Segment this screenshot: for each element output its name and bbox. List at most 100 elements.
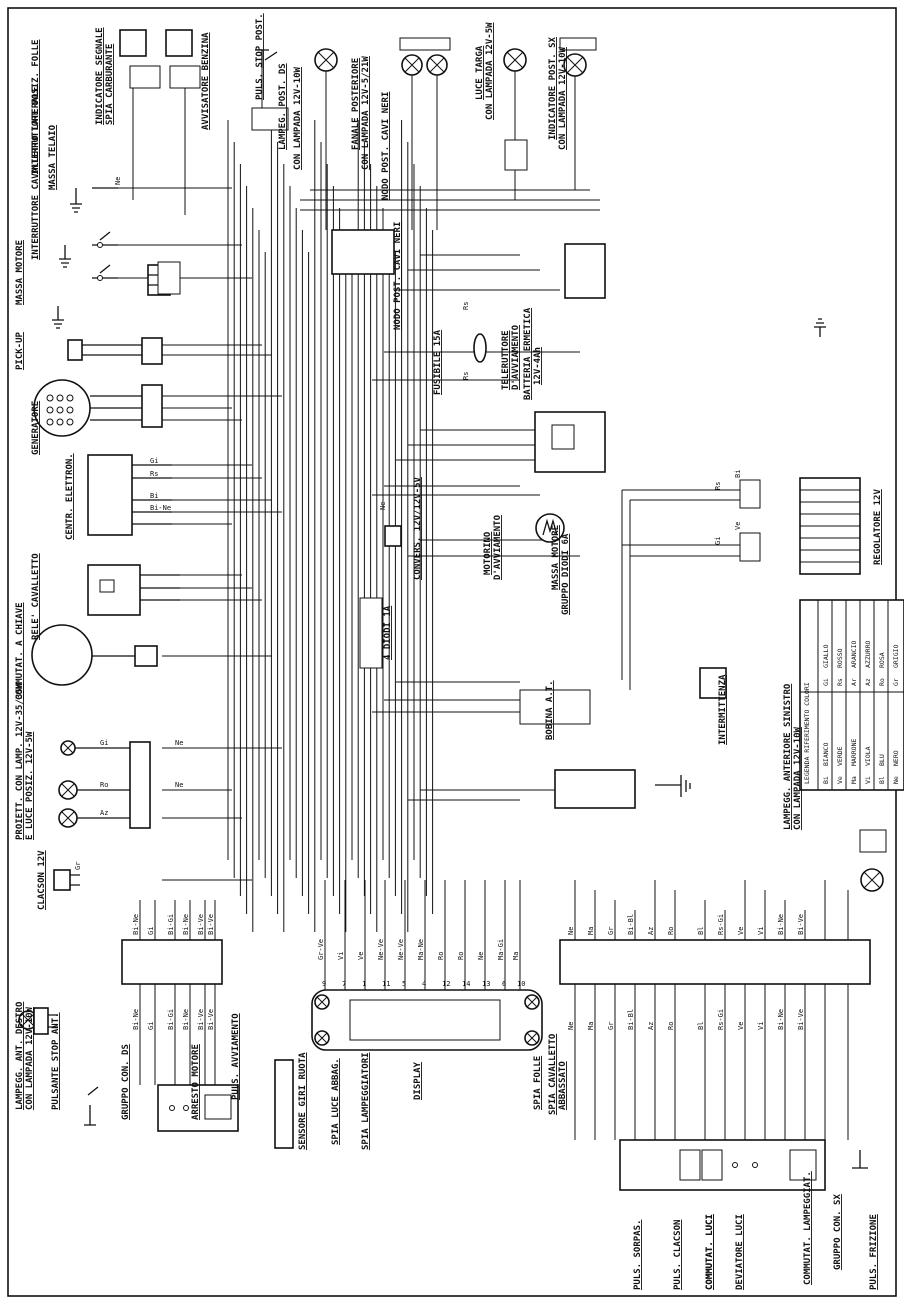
four-diodes <box>359 597 383 669</box>
wire-code-right: Ro <box>667 927 675 935</box>
component-label-display: DISPLAY <box>413 1061 423 1100</box>
legend-cell: ARANCIO <box>850 641 858 668</box>
component-label-nodo-post: NODO POST. CAVI NERI <box>393 222 403 330</box>
component-label-lampeg-post-ds-2: CON LAMPADA 12V-10W <box>293 66 303 170</box>
component-label-fusibile: FUSIBILE 15A <box>433 329 443 395</box>
component-label-telerruttore: TELERUTTORE <box>501 330 511 390</box>
legend-cell: AZZURRO <box>864 641 872 668</box>
wire-code-right: Az <box>647 927 655 935</box>
component-label-motorino-2: D'AVVIAMENTO <box>493 514 503 580</box>
display-pin-number: 10 <box>517 980 525 988</box>
legend-cell: BIANCO <box>822 742 830 766</box>
component-label-gruppo-con-sx: GRUPPO CON. SX <box>833 1194 843 1270</box>
connector-left <box>121 939 223 985</box>
wire-code: Ve <box>734 522 742 530</box>
legend-cell: Gr <box>892 678 900 686</box>
starter-motor <box>535 513 565 543</box>
generator-wire-code: Gi <box>150 457 158 465</box>
wire-code-right: Az <box>647 1022 655 1030</box>
wire-code-right: Ne <box>567 927 575 935</box>
front-left-indicator <box>859 829 887 892</box>
display-wire-code: Ne <box>477 952 485 960</box>
rear-wire <box>300 189 600 211</box>
starter-relay <box>534 243 606 473</box>
component-label-lampeg-post-ds: LAMPEG. POST. DS <box>278 63 288 150</box>
display-pin-number: 6 <box>502 980 506 988</box>
wire-code-right: Ne <box>567 1022 575 1030</box>
wire-code: Rs <box>714 482 722 490</box>
legend-cell: Bl <box>878 776 886 784</box>
wire-code-right: Vi <box>757 927 765 935</box>
component-label-diodi-1a: 4 DIODI 1A <box>383 605 393 660</box>
wire-code-right: Ve <box>737 927 745 935</box>
right-switch-group <box>157 1084 239 1132</box>
legend-title: LEGENDA RIFERIMENTO COLORI <box>803 682 811 784</box>
wire-code-left: Gi <box>147 927 155 935</box>
wheel-speed-sensor <box>274 1059 294 1149</box>
wire-code-left: Bi-Ne <box>182 914 190 935</box>
display-wire-code: Ma-Ne <box>417 939 425 960</box>
display-pin-number: 12 <box>442 980 450 988</box>
component-label-telerruttore-2: D'AVVIAMENTO <box>511 324 521 390</box>
front-stop-switch <box>84 1086 99 1126</box>
display-pin-number: 9 <box>322 980 326 988</box>
component-label-lampeg-ant-sx: LAMPEGG. ANTERIORE SINISTRO <box>783 683 793 830</box>
wire-code: Rs <box>462 302 470 310</box>
wire-code-right: Bl <box>697 927 705 935</box>
wire-code-right: Ma <box>587 1022 595 1030</box>
legend-cell: Vi <box>864 776 872 784</box>
display-pin-number: 11 <box>382 980 390 988</box>
component-label-proiettore: PROIETT. CON LAMP. 12V-35/35W <box>15 682 25 840</box>
legend-cell: NERO <box>892 750 900 766</box>
component-label-interruttore-folle: INTERRUTTORE POSIZ. FOLLE <box>31 40 41 175</box>
legend-cell: MARRONE <box>850 739 858 766</box>
wire-code-right: Vi <box>757 1022 765 1030</box>
wire-code-left: Bi-Gi <box>167 914 175 935</box>
component-label-pick-up: PICK-UP <box>15 331 25 370</box>
display-pin-number: 13 <box>482 980 490 988</box>
rear-lamps <box>314 37 597 171</box>
component-label-batteria-2: 12V-4Ah <box>533 347 543 385</box>
component-label-massa-motore: MASSA MOTORE <box>15 240 25 305</box>
regulator <box>739 477 861 575</box>
wire-color-codes: Bi-NeBi-NeGiGiBi-GiBi-GiBi-NeBi-NeBi-VeB… <box>74 177 805 1030</box>
component-label-gruppo-con-ds: GRUPPO CON. DS <box>121 1044 131 1120</box>
component-label-proiettore-2: E LUCE POSIZ. 12V-5W <box>25 731 35 840</box>
wire-code-right: Bi-Ne <box>777 1009 785 1030</box>
wire-code-right: Rs-Gi <box>717 914 725 935</box>
generator-wire-code: Bi-Ne <box>150 504 171 512</box>
component-label-bobina-at: BOBINA A.T. <box>545 680 555 740</box>
wire-code-left: Bi-Ve <box>197 1009 205 1030</box>
component-label-interruttore-cavalletto: INTERRUTTORE CAVALLETTO LATERALE <box>31 87 41 260</box>
legend-cell: ROSA <box>878 652 886 668</box>
component-label-luce-targa: LUCE TARGA <box>475 45 485 100</box>
ground-symbols <box>52 188 826 337</box>
component-label-pulsante-stop-ant: PULSANTE STOP ANT. <box>51 1012 61 1110</box>
component-label-commutat-luci: COMMUTAT. LUCI <box>705 1214 715 1290</box>
display-wire-code: Ne-Ve <box>377 939 385 960</box>
component-label-pulsante-stop-post: PULS. STOP POST. <box>255 13 265 100</box>
display-unit <box>311 989 543 1051</box>
display-pin-number: 4 <box>422 980 426 988</box>
wire-code-right: Gr <box>607 1022 615 1030</box>
component-label-commutat-lampeggiatori: COMMUTAT. LAMPEGGIAT. <box>803 1171 813 1285</box>
generator-wire-code: Rs <box>150 470 158 478</box>
display-wire-code: Ma <box>512 952 520 960</box>
component-label-puls-sorpasso: PULS. SORPAS. <box>633 1220 643 1290</box>
legend-cell: Rs <box>836 678 844 686</box>
legend-cell: GRIGIO <box>892 644 900 668</box>
component-label-lampeggiatore-ant-destro: LAMPEGG. ANT. DESTRO <box>15 1001 25 1110</box>
display-pin-number: 5 <box>402 980 406 988</box>
wire-code: Ne <box>379 502 387 510</box>
legend-cell: Gi <box>822 678 830 686</box>
component-label-spia-carburante: SPIA CARBURANTE <box>105 44 115 125</box>
display-pin-number: 1 <box>362 980 366 988</box>
component-label-spia-cavalletto-2: ABBASSATO <box>558 1061 568 1110</box>
wire-code-left: Bi-Gi <box>167 1009 175 1030</box>
legend-cell: VIOLA <box>864 746 872 766</box>
component-label-regolatore: REGOLATORE 12V <box>873 489 883 565</box>
wire-code-left: Bi-Ve <box>197 914 205 935</box>
wire-code-left: Gi <box>147 1022 155 1030</box>
main-harness <box>118 68 849 1140</box>
